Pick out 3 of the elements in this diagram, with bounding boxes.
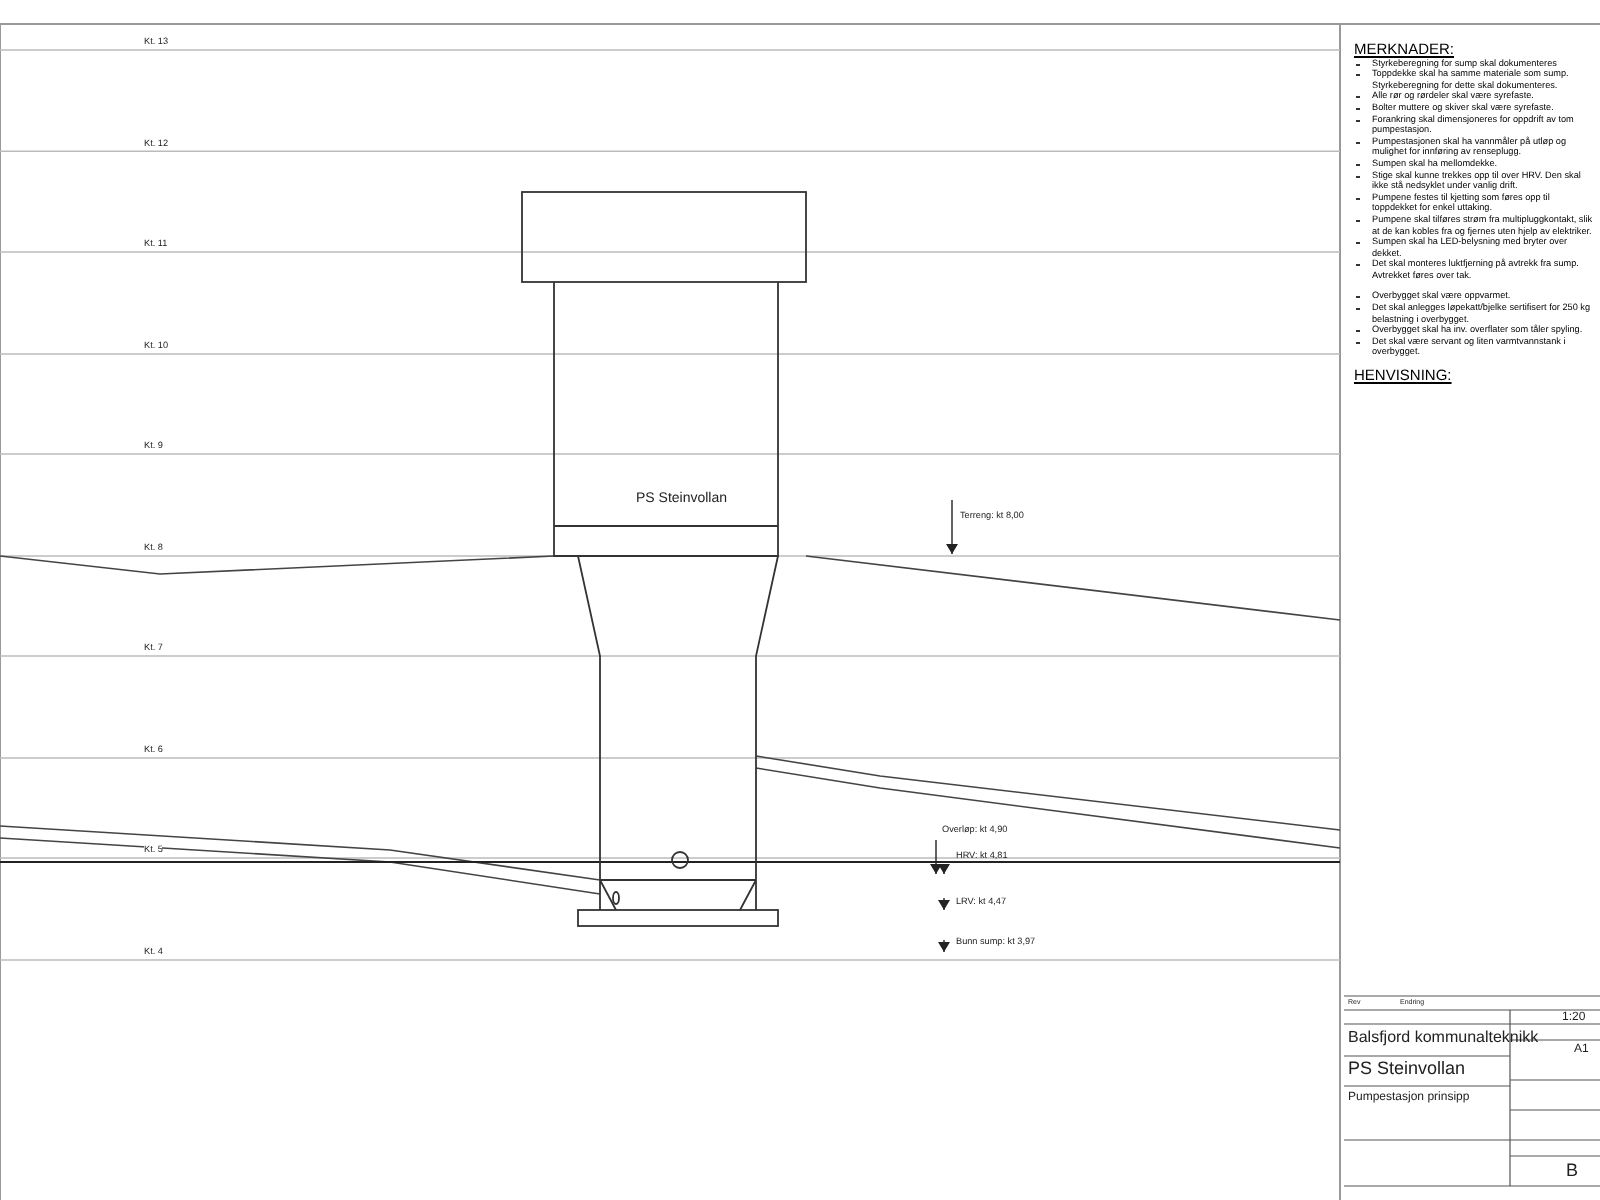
revision-value: B <box>1566 1160 1579 1180</box>
client-name: Balsfjord kommunalteknikk <box>1348 1028 1539 1046</box>
project-name: PS Steinvollan <box>1348 1058 1466 1078</box>
